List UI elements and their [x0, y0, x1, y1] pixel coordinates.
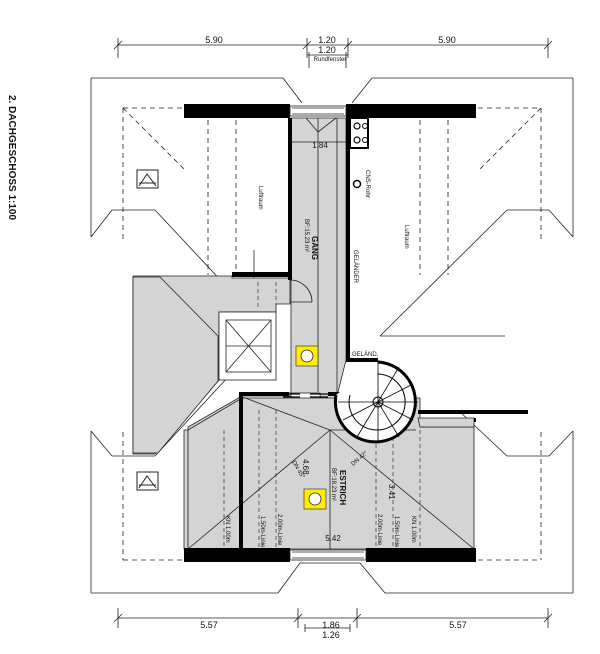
- left-hip-planes: [132, 276, 219, 454]
- spiral-staircase: [333, 360, 418, 444]
- label-kn-left: KN 1.00m: [224, 516, 230, 543]
- label-150-left: 1.50m-Linie: [259, 516, 265, 548]
- dim-top-left: 5.90: [205, 35, 223, 45]
- label-gang-area: BF:15.23 m²: [303, 219, 309, 252]
- walls: [184, 104, 528, 562]
- round-window: [289, 105, 347, 117]
- estrich-height-lines: [223, 282, 421, 548]
- dim-bottom-right: 5.57: [449, 620, 467, 630]
- dim-top-center: 1.20: [318, 35, 336, 45]
- fixture-yellow-2: [303, 488, 327, 510]
- dim-bottom-left: 5.57: [200, 620, 218, 630]
- skylight-center: [218, 311, 277, 381]
- dim-top-right: 5.90: [438, 35, 456, 45]
- label-dim-184: 1.84: [312, 141, 328, 150]
- dim-top-center-2: 1.20: [318, 45, 336, 55]
- dim-bottom-center-2: 1.26: [322, 630, 340, 640]
- label-150-right: 1.50m-Linie: [393, 516, 399, 548]
- cns-pipe-icon: [352, 179, 362, 189]
- label-luftraum-left: Luftraum: [257, 186, 263, 210]
- label-kn-right: KN 1.00m: [410, 516, 416, 543]
- label-dim-468: 4.68: [301, 459, 310, 475]
- door-swing: [289, 279, 313, 303]
- label-dim-542: 5.42: [325, 534, 341, 543]
- label-gelaend: GELÄND.: [352, 351, 379, 358]
- plan-title: 2. DACHGESCHOSS 1:100: [6, 95, 17, 220]
- bottom-opening: [289, 549, 367, 561]
- skylight-left-bottom: [136, 471, 159, 491]
- label-gelaender: GELÄNDER: [352, 250, 359, 284]
- roof-outline: [90, 77, 574, 594]
- chimney-block: [349, 117, 369, 149]
- label-200-right: 2.00m-Linie: [376, 514, 382, 546]
- label-dim-341: 3.41: [387, 484, 396, 500]
- skylight-left-top: [136, 169, 159, 189]
- bottom-dimension-chain: [113, 608, 553, 632]
- dim-top-note: Rundfenster: [314, 57, 347, 63]
- fixture-yellow-1: [295, 345, 319, 367]
- label-gang-name: GANG: [310, 236, 319, 260]
- label-cns-rohr: CNS-Rohr: [364, 170, 370, 198]
- label-200-left: 2.00m-Linie: [276, 514, 282, 546]
- label-luftraum-right: Luftraum: [403, 225, 409, 249]
- label-estrich-area: BF:18.23 m²: [330, 468, 336, 501]
- label-estrich-name: ESTRICH: [338, 470, 347, 505]
- dim-bottom-center: 1.86: [322, 620, 340, 630]
- dashed-roof-line: [122, 107, 542, 561]
- door-marks: [283, 393, 328, 398]
- top-dimension-chain: [113, 38, 553, 68]
